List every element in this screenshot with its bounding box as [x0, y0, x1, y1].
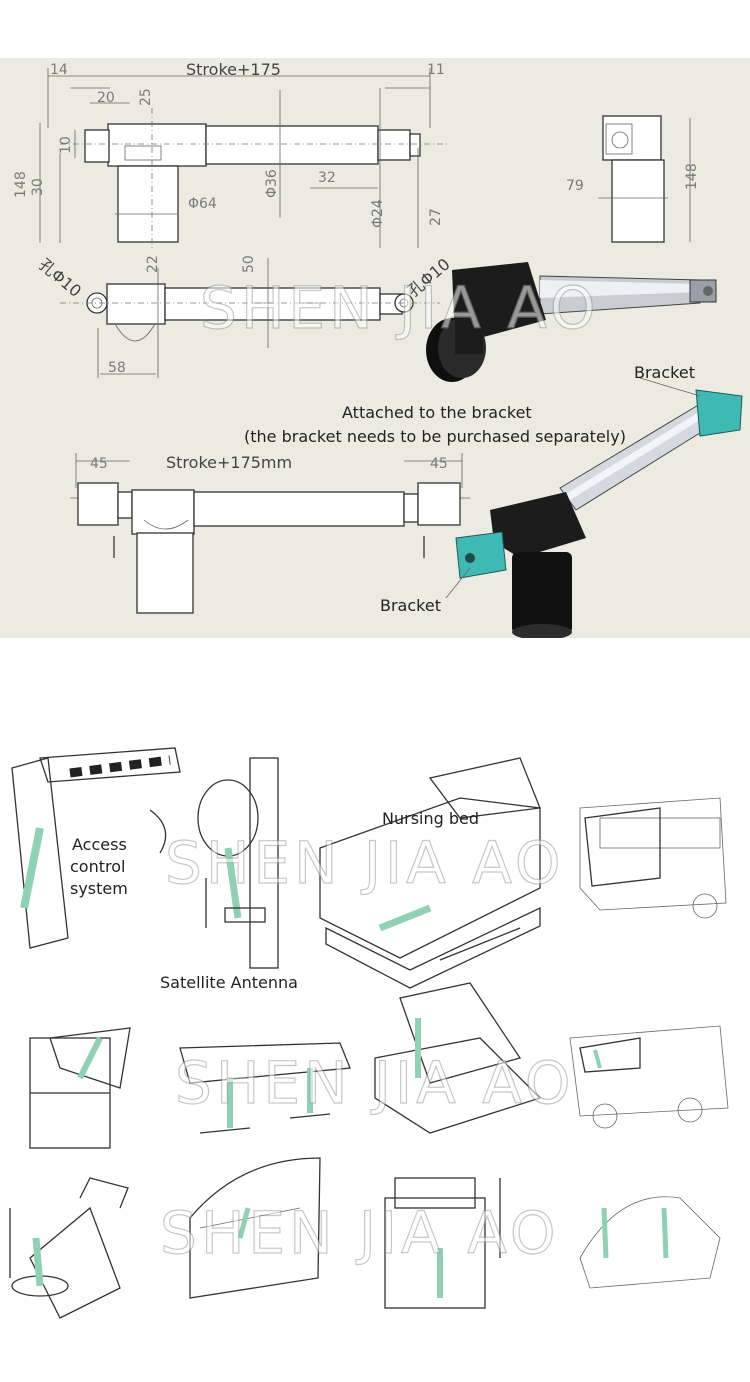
- dim-79: 79: [566, 178, 584, 194]
- access-control-label-1: Access: [72, 835, 127, 854]
- top-dimension-lines: [39, 68, 431, 248]
- top-view-actuator: [60, 108, 450, 248]
- dim-148-side: 148: [684, 163, 700, 190]
- satellite-label: Satellite Antenna: [160, 973, 298, 992]
- side-view-actuator: [598, 115, 691, 243]
- nursing-bed-illustration: [319, 757, 541, 989]
- dim-148-left: 148: [13, 171, 29, 198]
- attached-note-line1: Attached to the bracket: [342, 403, 532, 422]
- bus-illustration: [579, 797, 727, 919]
- dim-22: 22: [145, 255, 161, 273]
- dim-20: 20: [97, 90, 115, 106]
- satellite-antenna-illustration: [197, 757, 279, 969]
- applications-illustration: Access control system Satellite Antenna …: [9, 747, 729, 1319]
- bracket-view-actuator: [70, 453, 470, 614]
- dim-hole-left: 孔Φ10: [35, 255, 85, 301]
- access-control-label-3: system: [70, 879, 128, 898]
- watermark-apps-2: SHEN JIA AO: [175, 1049, 575, 1117]
- access-control-label-2: control: [70, 857, 125, 876]
- dim-50: 50: [241, 255, 257, 273]
- dim-58: 58: [108, 360, 126, 376]
- truck-illustration: [569, 1025, 729, 1129]
- bracket-label-bottom: Bracket: [380, 596, 441, 615]
- dim-27: 27: [428, 208, 444, 226]
- dimension-drawing: Stroke+175 14 20 25 10 148 30 11 Φ64 Φ36…: [13, 60, 743, 640]
- watermark-apps-3: SHEN JIA AO: [160, 1199, 560, 1267]
- bottom-view-actuator: [60, 258, 440, 378]
- dim-14: 14: [50, 62, 68, 78]
- dim-phi36: Φ36: [264, 169, 280, 198]
- actuator-bracket-3d-render: [455, 389, 743, 640]
- dim-10: 10: [58, 136, 74, 154]
- dim-32: 32: [318, 170, 336, 186]
- dim-45-right: 45: [430, 456, 448, 472]
- dimension-drawing-panel: Stroke+175 14 20 25 10 148 30 11 Φ64 Φ36…: [0, 58, 750, 640]
- stroke-label-top: Stroke+175: [186, 60, 281, 79]
- dim-45-left: 45: [90, 456, 108, 472]
- dim-30: 30: [30, 178, 46, 196]
- display-case-illustration: [189, 1157, 321, 1299]
- access-control-illustration: [11, 747, 181, 949]
- dim-25: 25: [138, 88, 154, 106]
- dim-phi64: Φ64: [188, 196, 217, 212]
- attached-note-line2: (the bracket needs to be purchased separ…: [244, 427, 626, 446]
- storage-box-illustration: [374, 982, 542, 1134]
- cabinet-illustration: [29, 1027, 131, 1149]
- floor-cleaner-illustration: [9, 1177, 129, 1319]
- dim-phi24: Φ24: [370, 199, 386, 228]
- bracket-label-top: Bracket: [634, 363, 695, 382]
- top-dimension-labels: Stroke+175 14 20 25 10 148 30 11 Φ64 Φ36…: [13, 60, 445, 228]
- watermark-drawing: SHEN JIA AO: [200, 274, 600, 342]
- actuator-3d-render: [426, 262, 717, 382]
- desk-illustration: [179, 1042, 351, 1134]
- applications-panel: Access control system Satellite Antenna …: [0, 738, 750, 1378]
- car-tailgate-illustration: [579, 1196, 721, 1289]
- watermark-apps-1: SHEN JIA AO: [165, 829, 565, 897]
- stroke-label-bracket: Stroke+175mm: [166, 453, 292, 472]
- engine-rack-illustration: [384, 1177, 501, 1309]
- dim-11: 11: [427, 62, 445, 78]
- nursing-bed-label: Nursing bed: [382, 809, 479, 828]
